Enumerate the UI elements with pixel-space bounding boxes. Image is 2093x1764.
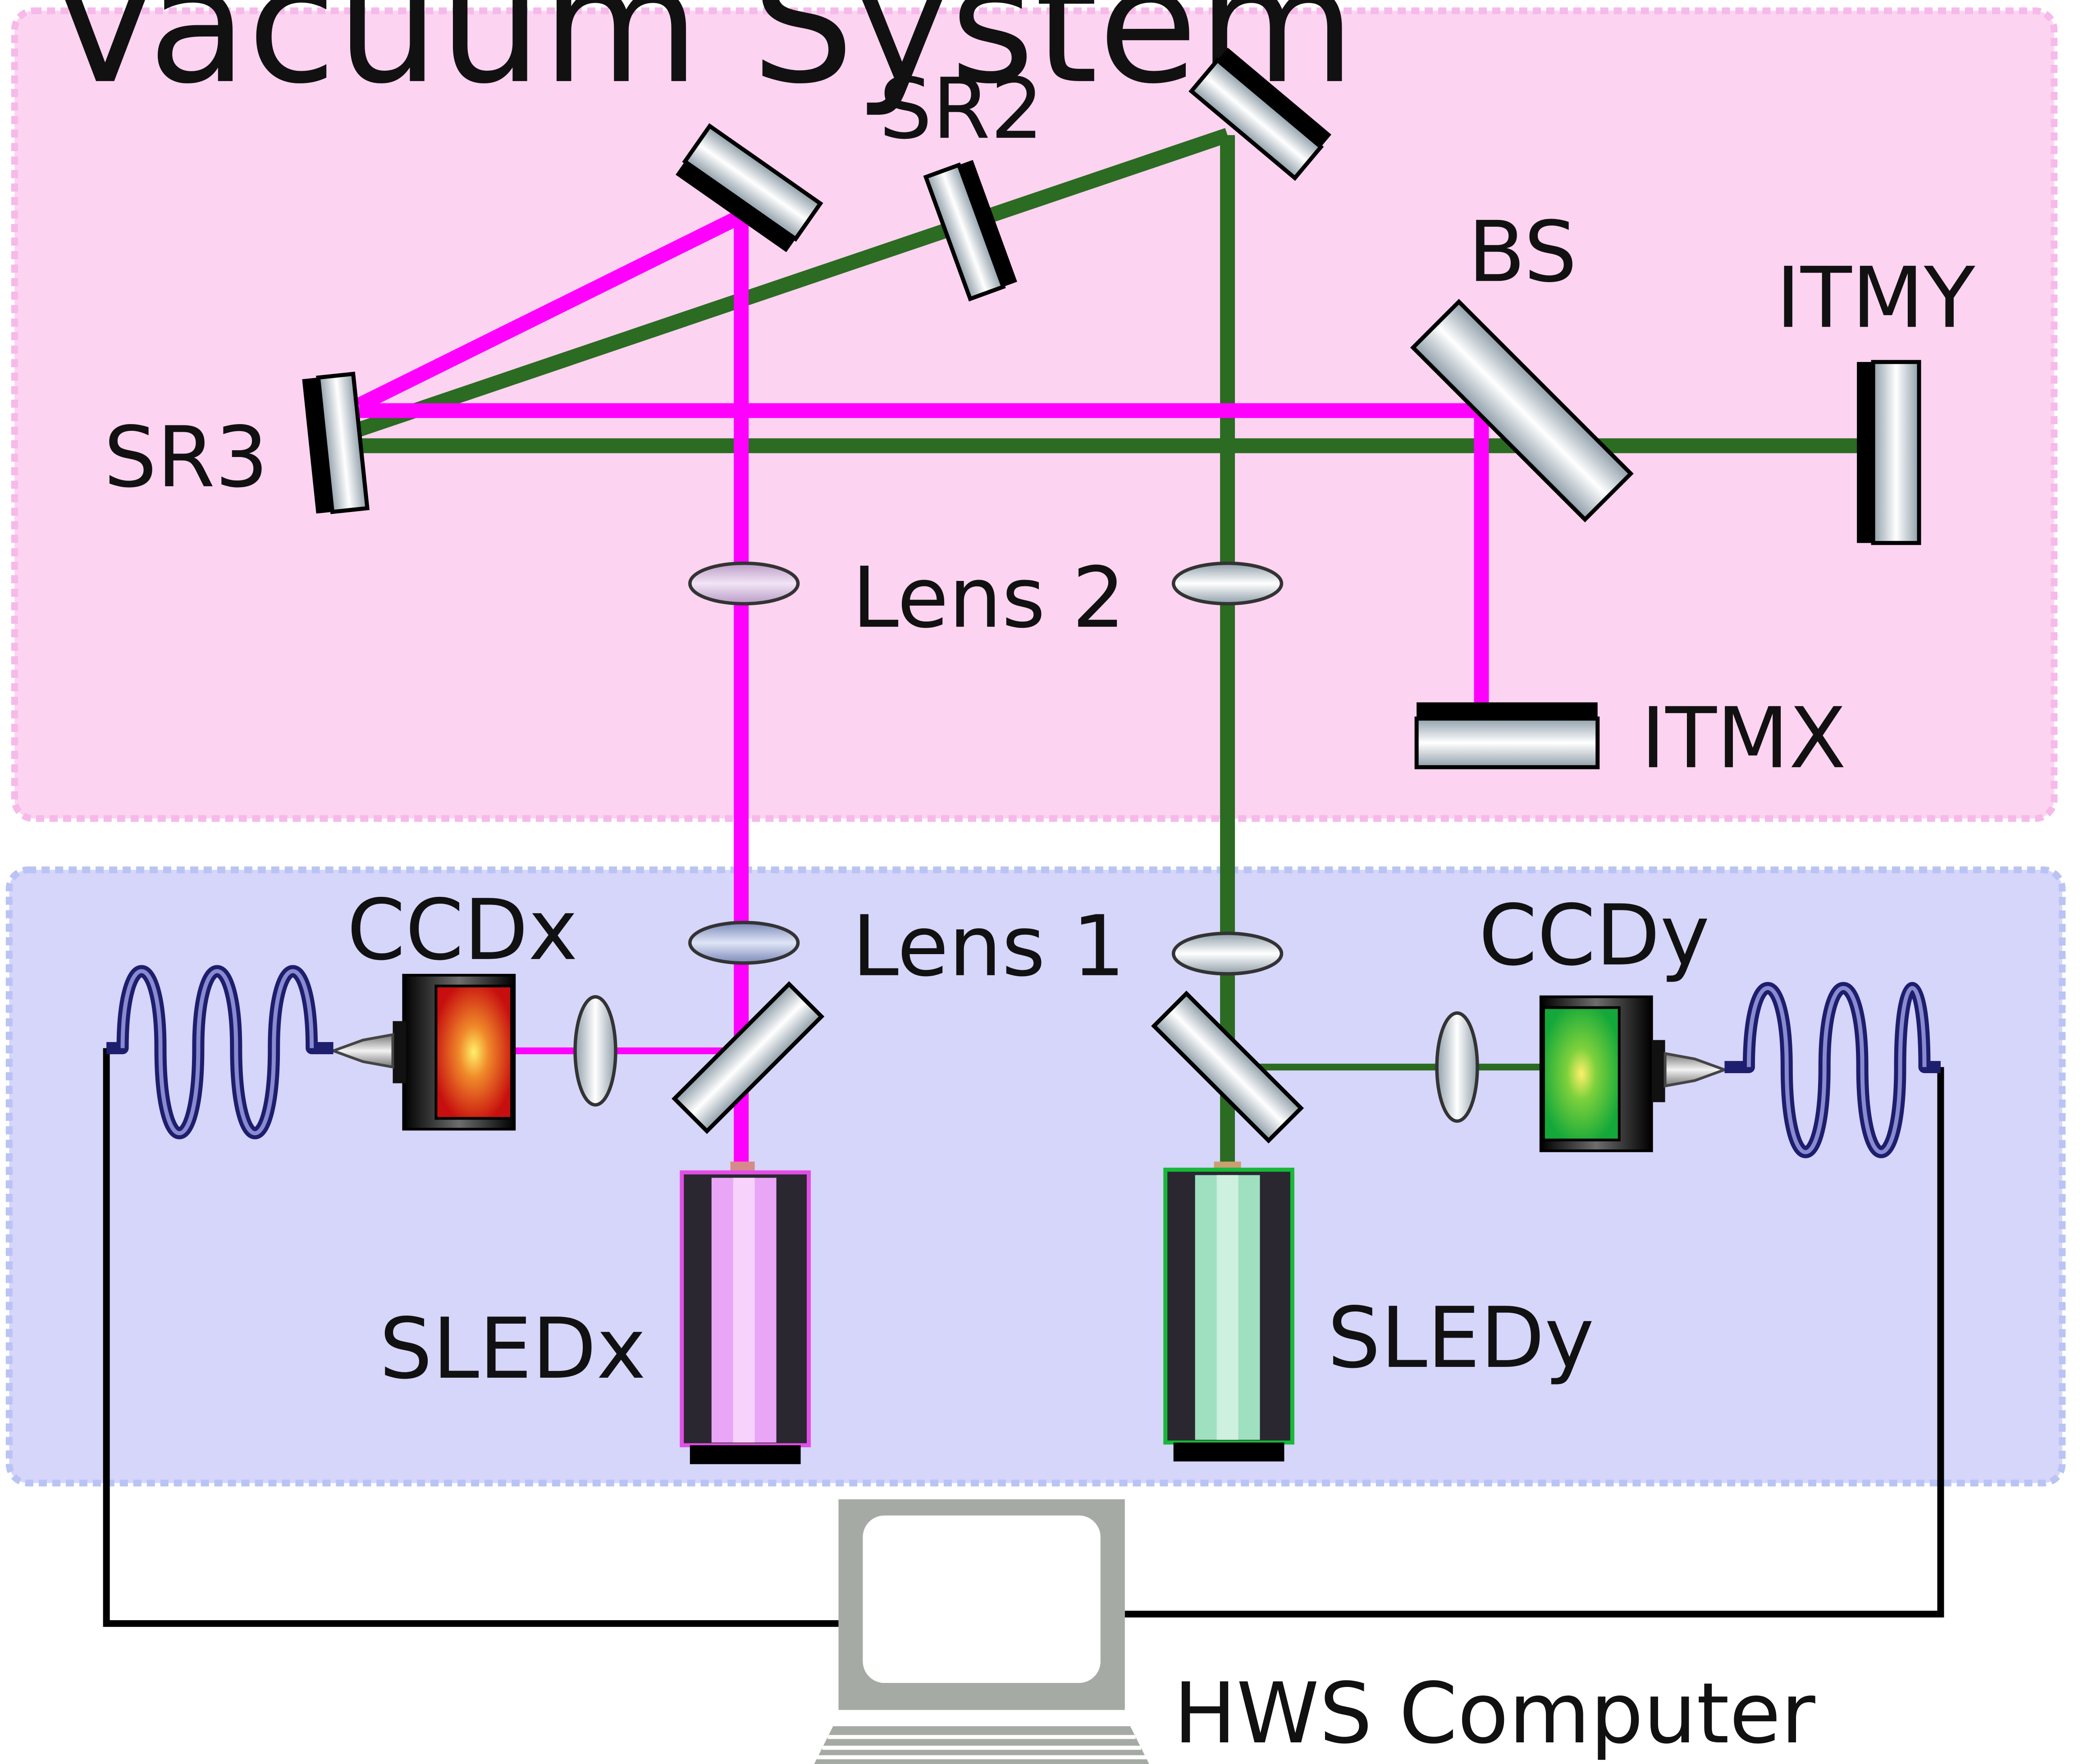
ccdx-imaging-lens: [573, 995, 617, 1107]
sledy-label: SLEDy: [1327, 1289, 1594, 1387]
lens1-y: [1171, 932, 1284, 976]
beam-y: [356, 128, 1863, 1175]
pickoff-mirror-y: [1151, 991, 1304, 1144]
beam-x: [356, 209, 1489, 1175]
beam-splitter: [1410, 299, 1634, 523]
bs-label: BS: [1468, 203, 1577, 301]
sr2-mirror: [923, 160, 1017, 302]
ccdx-label: CCDx: [347, 882, 578, 979]
lens1-label: Lens 1: [852, 898, 1125, 995]
lens2-x: [688, 561, 800, 606]
sr3-mirror: [302, 371, 370, 514]
fold-mirror-x: [676, 123, 823, 252]
ccdy-camera: [1539, 995, 1729, 1152]
sledx-source: [680, 1161, 811, 1464]
sr3-label: SR3: [104, 409, 268, 506]
hws-computer-icon: [814, 1499, 1149, 1764]
itmy-mirror: [1857, 360, 1921, 545]
sledx-label: SLEDx: [379, 1300, 646, 1398]
vacuum-system-label: Vacuum System: [50, 0, 1356, 119]
itmx-mirror: [1414, 702, 1600, 769]
ccdy-label: CCDy: [1479, 887, 1709, 984]
cable-ccdx-computer: [103, 1048, 839, 1627]
lens2-y: [1171, 561, 1284, 606]
cable-ccdy-computer: [1124, 1067, 1944, 1618]
ccdy-coil-cable-highlight: [1746, 986, 1927, 1154]
pickoff-mirror-x: [672, 981, 825, 1134]
itmy-label: ITMY: [1776, 249, 1975, 347]
ccdy-imaging-lens: [1435, 1011, 1479, 1123]
ccdx-camera: [329, 973, 516, 1131]
sledy-source: [1163, 1161, 1294, 1462]
sr2-label: SR2: [879, 60, 1043, 158]
lens1-x: [688, 921, 800, 965]
ccdx-coil-cable-highlight: [120, 969, 314, 1135]
fold-mirror-y: [1188, 47, 1331, 181]
hws-computer-label: HWS Computer: [1174, 1665, 1816, 1762]
lens2-label: Lens 2: [852, 549, 1125, 647]
itmx-label: ITMX: [1641, 690, 1846, 787]
